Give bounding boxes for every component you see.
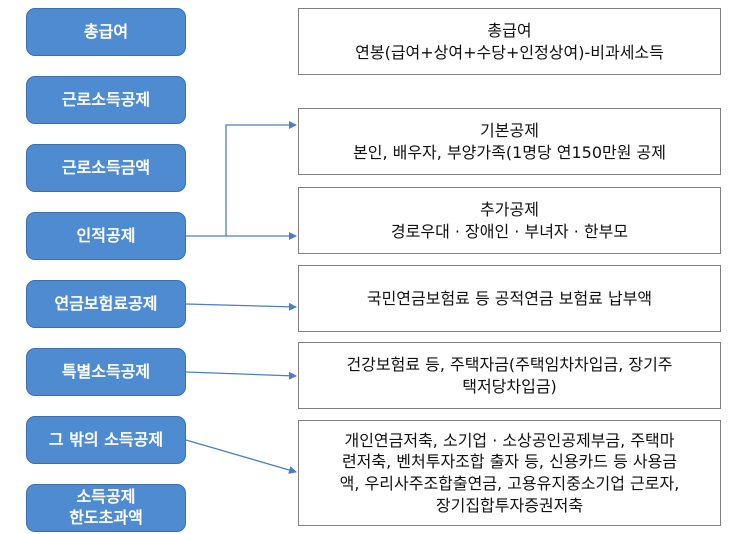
- box-other-income-deduction: 그 밖의 소득공제: [26, 416, 186, 464]
- desc-other-income-line2: 련저축, 벤처투자조합 출자 등, 신용카드 등 사용금: [341, 452, 678, 472]
- box-earned-income-amount: 근로소득금액: [26, 144, 186, 192]
- desc-additional-deduction-text: 경로우대 · 장애인 · 부녀자 · 한부모: [390, 221, 629, 241]
- box-deduction-limit-excess: 소득공제 한도초과액: [26, 484, 186, 532]
- box-special-income-deduction: 특별소득공제: [26, 348, 186, 396]
- desc-total-salary-title: 총급여: [487, 20, 532, 40]
- box-total-salary-label: 총급여: [83, 21, 129, 41]
- desc-pension-insurance-text: 국민연금보험료 등 공적연금 보험료 납부액: [366, 288, 653, 308]
- box-earned-income-deduction-label: 근로소득공제: [61, 89, 151, 109]
- desc-other-income-line4: 장기집합투자증권저축: [435, 495, 584, 515]
- arrow-other-to-desc: [185, 439, 297, 474]
- desc-special-income-line1: 건강보험료 등, 주택자금(주택임차차입금, 장기주: [346, 354, 673, 374]
- box-personal-deduction: 인적공제: [26, 212, 186, 260]
- box-pension-insurance-deduction-label: 연금보험료공제: [54, 293, 158, 313]
- box-earned-income-deduction: 근로소득공제: [26, 76, 186, 124]
- desc-other-income: 개인연금저축, 소기업 · 소상공인공제부금, 주택마 련저축, 벤처투자조합 …: [298, 420, 721, 526]
- arrow-pension-to-desc: [185, 302, 297, 311]
- box-total-salary: 총급여: [26, 8, 186, 56]
- box-personal-deduction-label: 인적공제: [76, 225, 136, 245]
- desc-special-income: 건강보험료 등, 주택자금(주택임차차입금, 장기주 택저당차입금): [298, 342, 721, 409]
- box-pension-insurance-deduction: 연금보험료공제: [26, 280, 186, 328]
- desc-basic-deduction: 기본공제 본인, 배우자, 부양가족(1명당 연150만원 공제: [298, 108, 721, 175]
- desc-basic-deduction-text: 본인, 배우자, 부양가족(1명당 연150만원 공제: [353, 142, 666, 162]
- box-deduction-limit-excess-label: 소득공제 한도초과액: [69, 487, 143, 527]
- desc-other-income-line1: 개인연금저축, 소기업 · 소상공인공제부금, 주택마: [344, 430, 675, 450]
- desc-pension-insurance: 국민연금보험료 등 공적연금 보험료 납부액: [298, 265, 721, 332]
- desc-special-income-line2: 택저당차입금): [462, 376, 557, 396]
- desc-basic-deduction-title: 기본공제: [480, 120, 539, 140]
- desc-total-salary: 총급여 연봉(급여+상여+수당+인정상여)-비과세소득: [298, 8, 721, 75]
- box-earned-income-amount-label: 근로소득금액: [61, 157, 151, 177]
- arrow-personal-to-basic: [186, 121, 297, 237]
- desc-additional-deduction: 추가공제 경로우대 · 장애인 · 부녀자 · 한부모: [298, 187, 721, 254]
- box-special-income-deduction-label: 특별소득공제: [61, 361, 151, 381]
- arrow-special-to-desc: [185, 371, 297, 380]
- desc-additional-deduction-title: 추가공제: [480, 199, 539, 219]
- desc-total-salary-text: 연봉(급여+상여+수당+인정상여)-비과세소득: [355, 42, 664, 62]
- box-other-income-deduction-label: 그 밖의 소득공제: [48, 429, 164, 449]
- desc-other-income-line3: 액, 우리사주조합출연금, 고용유지중소기업 근로자,: [339, 474, 680, 493]
